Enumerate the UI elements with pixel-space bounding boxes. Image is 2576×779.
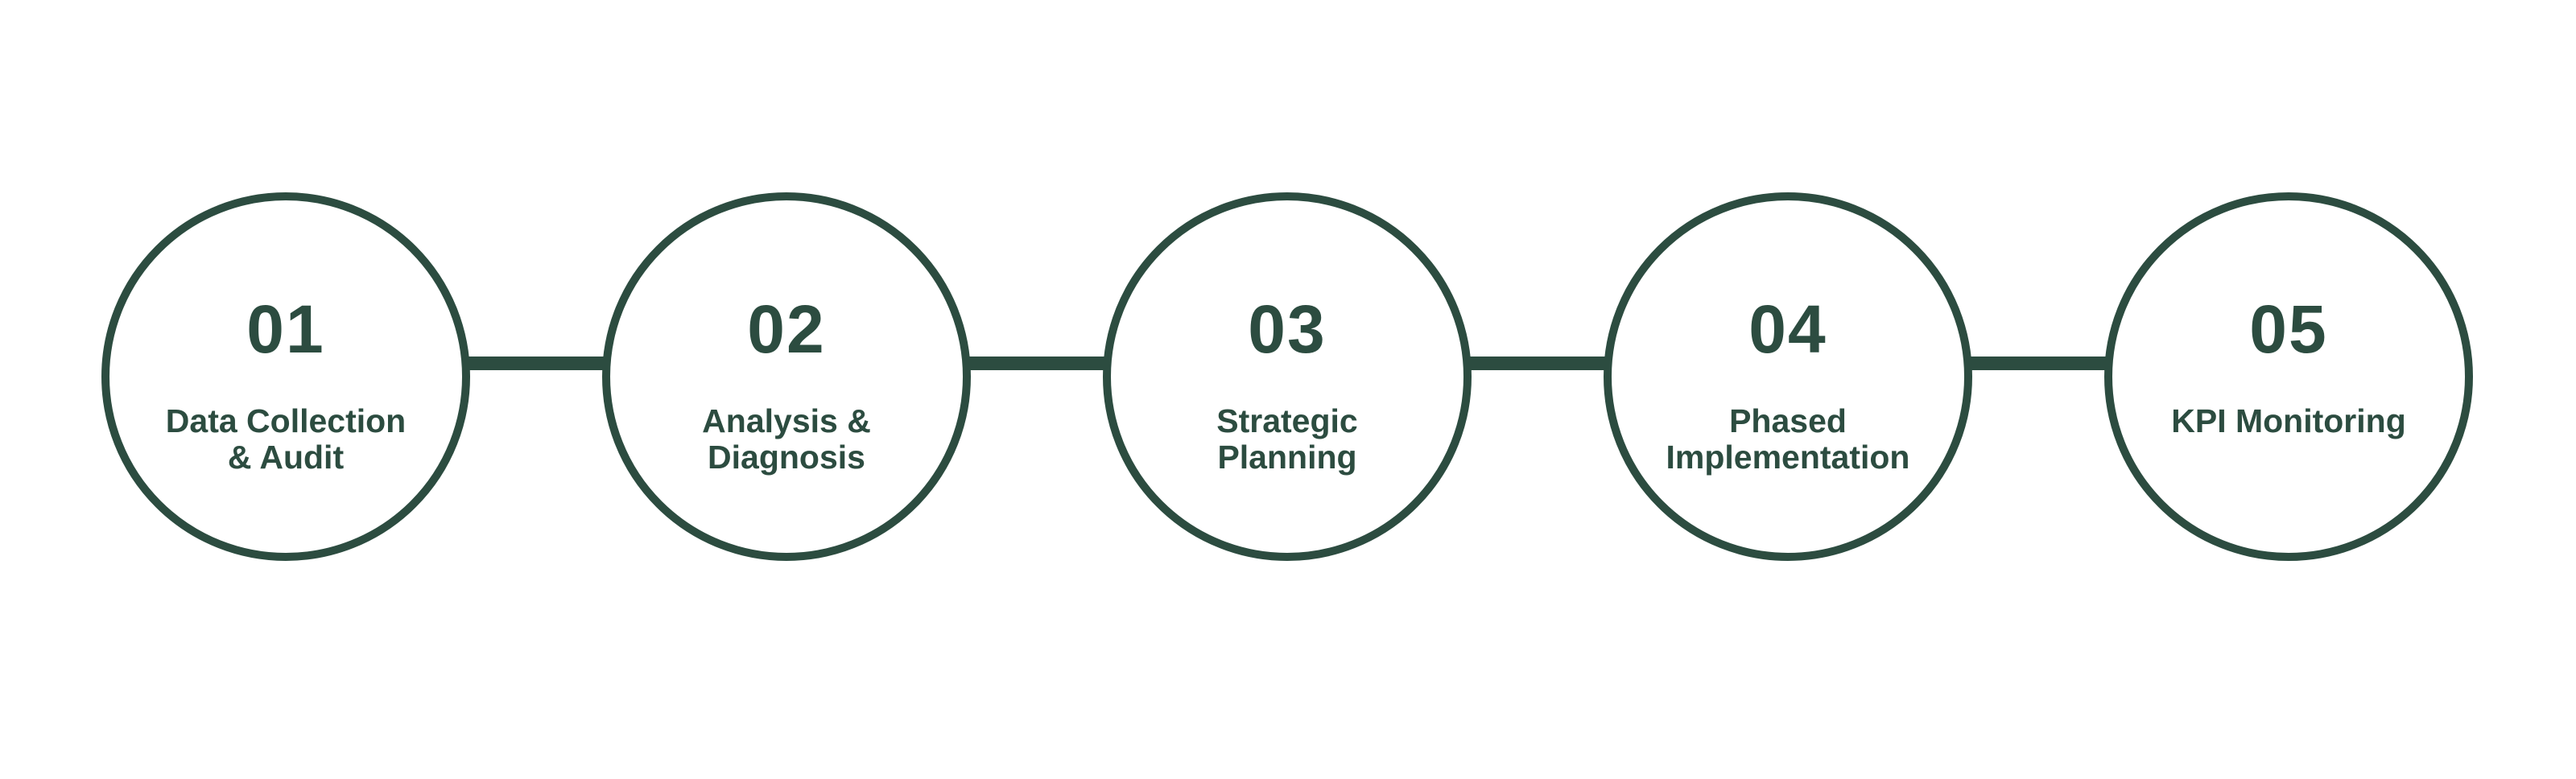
step-number: 02 [747, 291, 826, 367]
step-5: 05 KPI Monitoring [2104, 192, 2473, 561]
step-label: Data Collection& Audit [134, 403, 438, 476]
step-label-line: & Audit [227, 439, 345, 476]
step-label-line: Phased [1729, 402, 1847, 439]
step-label-line: KPI Monitoring [2171, 402, 2406, 439]
connector-4-5 [1969, 357, 2106, 370]
step-number: 05 [2249, 291, 2328, 367]
connector-3-4 [1468, 357, 1605, 370]
step-label-line: Planning [1217, 439, 1357, 476]
step-number: 03 [1248, 291, 1327, 367]
step-label-line: Diagnosis [708, 439, 865, 476]
step-2: 02 Analysis &Diagnosis [602, 192, 971, 561]
step-label-line: Strategic [1216, 402, 1358, 439]
step-number: 04 [1748, 291, 1827, 367]
step-label-line: Implementation [1666, 439, 1910, 476]
step-label: KPI Monitoring [2136, 403, 2441, 439]
step-label: Analysis &Diagnosis [634, 403, 939, 476]
connector-1-2 [467, 357, 604, 370]
step-label-line: Analysis & [702, 402, 871, 439]
step-number: 01 [246, 291, 325, 367]
connector-2-3 [968, 357, 1104, 370]
step-1: 01 Data Collection& Audit [101, 192, 470, 561]
step-label-line: Data Collection [165, 402, 407, 439]
